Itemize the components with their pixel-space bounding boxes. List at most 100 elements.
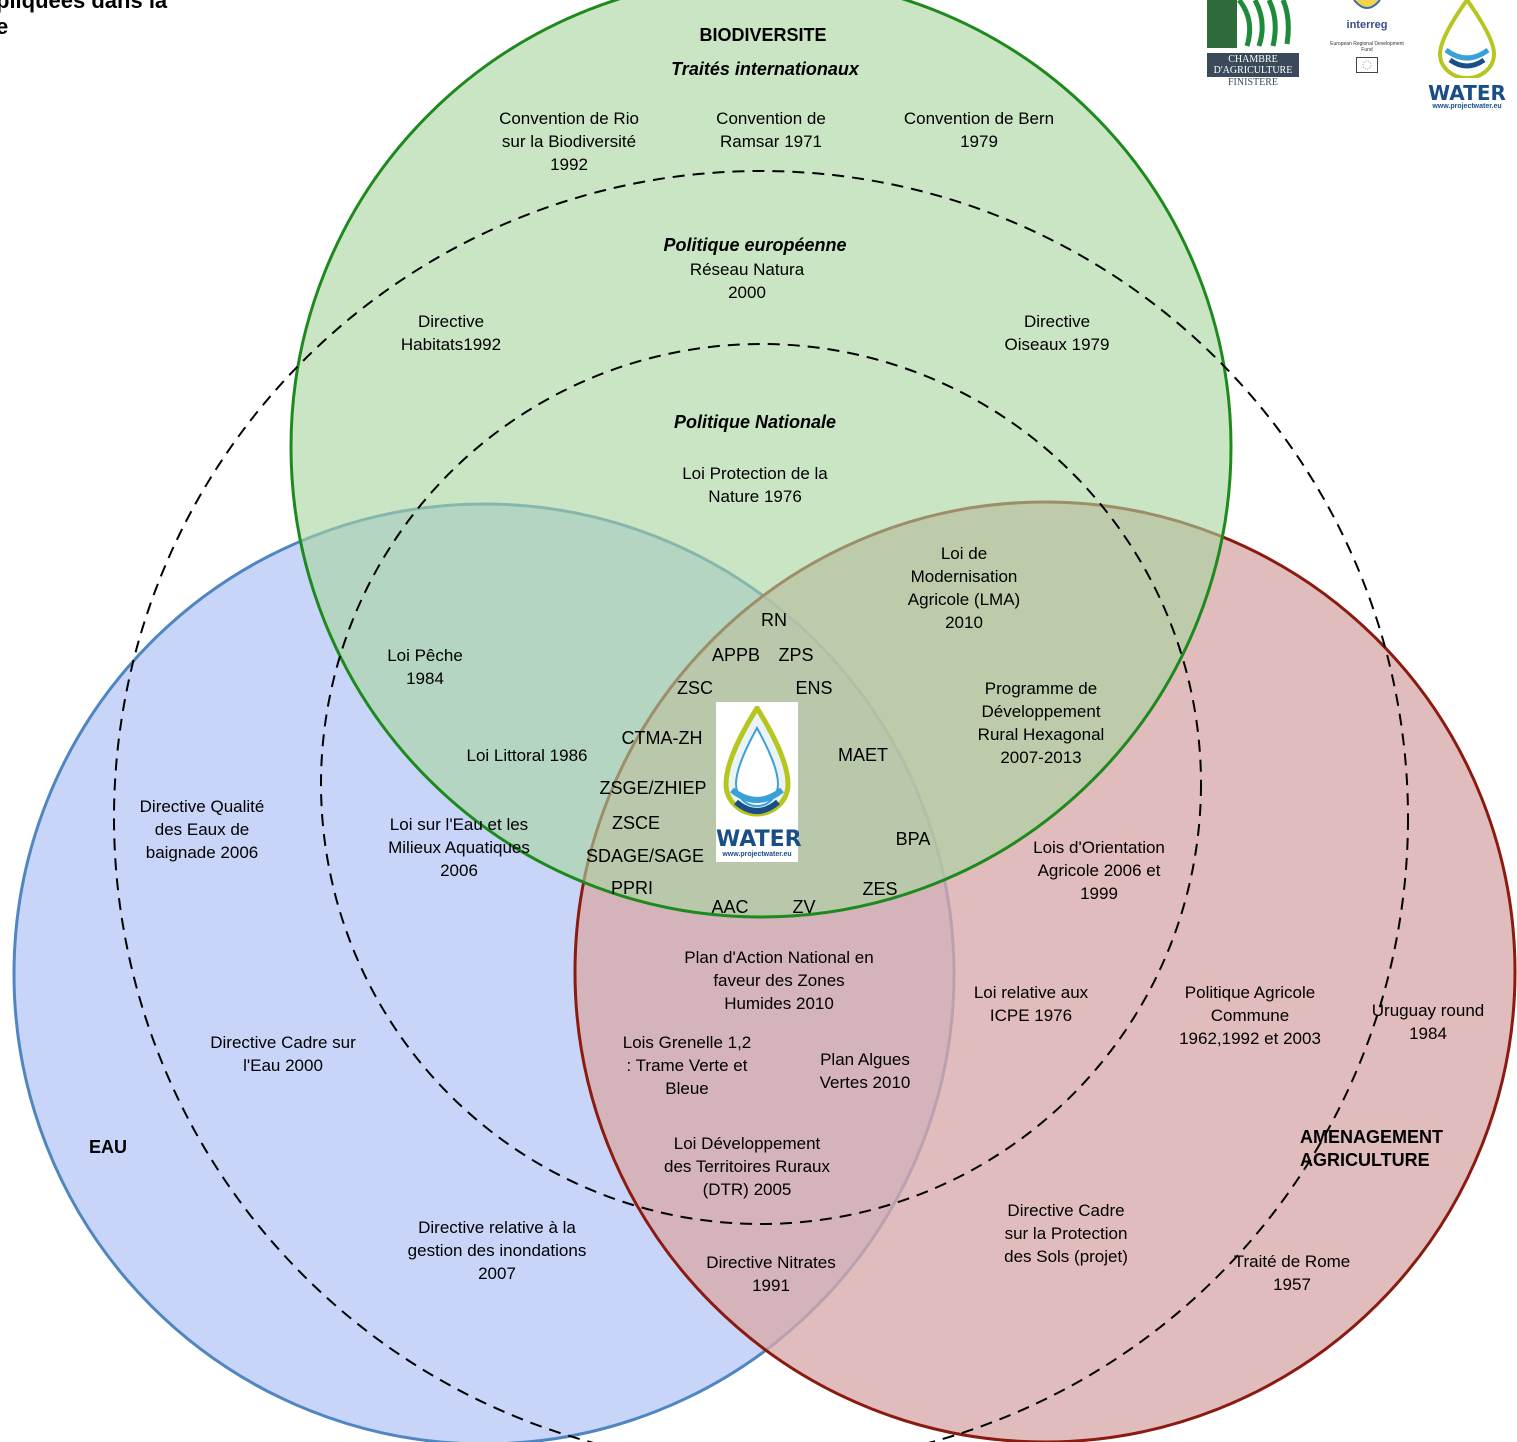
label-line: Ramsar 1971 — [719, 132, 823, 151]
label-littoral: Loi Littoral 1986 — [467, 744, 588, 767]
title-line-2: e — [0, 14, 9, 39]
label-line: Loi Développement — [673, 1134, 821, 1153]
label-line: Modernisation — [910, 567, 1018, 586]
label-line: Programme de — [984, 679, 1098, 698]
chambre-agriculture-logo: CHAMBRE D'AGRICULTURE FINISTERE — [1207, 0, 1299, 95]
level-international: Traités internationaux — [671, 59, 859, 79]
label-line: gestion des inondations — [407, 1241, 587, 1260]
label-line: : Trame Verte et — [626, 1056, 748, 1075]
tool-ctma: CTMA-ZH — [621, 728, 703, 748]
label-inondations: Directive relative à la gestion des inond… — [408, 1216, 587, 1285]
water-logo-text: WATER — [1428, 81, 1506, 105]
label-line: 1979 — [960, 132, 998, 151]
tool-sdage: SDAGE/SAGE — [585, 846, 705, 866]
title-line-1: pliquées dans la — [0, 0, 168, 13]
label-line: ICPE 1976 — [989, 1006, 1073, 1025]
erdf-label: European Regional Development Fund — [1330, 41, 1404, 53]
tool-appb: APPB — [711, 645, 761, 665]
water-logo-url: www.projectwater.eu — [1432, 103, 1502, 110]
label-line: Directive Qualité — [139, 797, 265, 816]
label-line: Convention de Bern — [903, 109, 1055, 128]
label-line: Milieux Aquatiques — [388, 838, 530, 857]
tool-aac: AAC — [711, 897, 749, 917]
label-line: Traité de Rome — [1233, 1252, 1351, 1271]
label-line: Lois d'Orientation — [1033, 838, 1165, 857]
label-line: 1984 — [1409, 1024, 1447, 1043]
tool-zps: ZPS — [778, 645, 814, 665]
level-european: Politique européenne — [663, 235, 847, 255]
interreg-label: interreg — [1346, 19, 1388, 31]
label-ramsar: Convention de Ramsar 1971 — [716, 107, 826, 153]
label-line: Humides 2010 — [724, 994, 834, 1013]
national-policy-dashed-circle — [320, 343, 1202, 1225]
label-plan-zones-humides: Plan d'Action National en faveur des Zone… — [684, 946, 873, 1015]
label-line: 2007-2013 — [1000, 748, 1082, 767]
center-water-drop-icon — [723, 703, 791, 817]
water-drop-icon — [1437, 0, 1497, 80]
interreg-logo: interreg European Regional Development F… — [1326, 0, 1408, 120]
label-line: Directive Nitrates — [706, 1253, 836, 1272]
label-line: sur la Biodiversité — [501, 132, 637, 151]
european-policy-dashed-circle — [113, 170, 1409, 1442]
amenagement-title-line-1: AMENAGEMENT — [1300, 1127, 1443, 1147]
label-line: Développement — [981, 702, 1101, 721]
label-line: Plan d'Action National en — [684, 948, 874, 967]
center-water-logo: WATER www.projectwater.eu — [716, 702, 802, 862]
water-logo: WATER www.projectwater.eu — [1421, 0, 1513, 112]
tool-zes: ZES — [862, 879, 898, 899]
center-water-text: WATER — [716, 827, 802, 852]
label-line: Agricole (LMA) — [907, 590, 1021, 609]
label-line: Directive relative à la — [418, 1218, 576, 1237]
label-line: Uruguay round — [1371, 1001, 1485, 1020]
label-line: 2006 — [440, 861, 478, 880]
label-line: sur la Protection — [1004, 1224, 1128, 1243]
center-water-url: www.projectwater.eu — [722, 851, 792, 858]
label-line: Lois Grenelle 1,2 — [622, 1033, 752, 1052]
label-sols: Directive Cadre sur la Protection des Sols… — [1004, 1199, 1128, 1268]
label-line: Bleue — [665, 1079, 709, 1098]
label-line: Agricole 2006 et — [1037, 861, 1161, 880]
amenagement-title: AMENAGEMENT AGRICULTURE — [1300, 1126, 1443, 1172]
tool-zsc: ZSC — [677, 678, 713, 698]
label-line: faveur des Zones — [713, 971, 845, 990]
label-line: Convention de Rio — [499, 109, 639, 128]
label-line: 1991 — [752, 1276, 790, 1295]
chambre-line-3: FINISTERE — [1228, 77, 1278, 88]
label-line: Loi Pêche — [387, 646, 463, 665]
label-line: Rural Hexagonal — [977, 725, 1105, 744]
label-line: Loi de — [940, 544, 988, 563]
label-nitrates: Directive Nitrates 1991 — [706, 1251, 835, 1297]
tool-zv: ZV — [792, 897, 816, 917]
label-line: (DTR) 2005 — [702, 1180, 792, 1199]
label-line: Loi Protection de la — [682, 464, 828, 483]
label-line: 2010 — [945, 613, 983, 632]
label-line: 1999 — [1080, 884, 1118, 903]
label-line: Directive Cadre — [1007, 1201, 1125, 1220]
label-line: 1962,1992 et 2003 — [1179, 1029, 1321, 1048]
tool-zsge: ZSGE/ZHIEP — [599, 778, 707, 798]
label-line: des Sols (projet) — [1004, 1247, 1128, 1266]
eau-title: EAU — [89, 1137, 128, 1157]
label-line: Convention de — [716, 109, 826, 128]
label-line: baignade 2006 — [145, 843, 259, 862]
label-line: Directive — [1023, 312, 1091, 331]
label-line: Loi sur l'Eau et les — [389, 815, 529, 834]
label-line: 2007 — [478, 1264, 516, 1283]
biodiversite-circle — [289, 0, 1233, 919]
label-line: Directive — [417, 312, 485, 331]
label-line: Commune — [1210, 1006, 1290, 1025]
